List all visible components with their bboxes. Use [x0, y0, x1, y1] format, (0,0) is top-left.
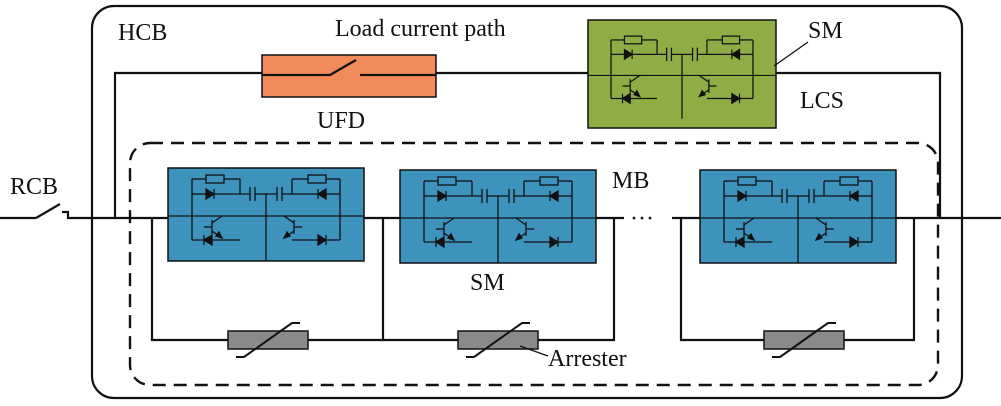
hcb-label: HCB — [118, 20, 167, 46]
ufd-label: UFD — [317, 108, 365, 134]
arrester-branch-n-wire — [679, 218, 916, 342]
main-line-left — [0, 210, 168, 220]
ellipsis-label: ··· — [630, 206, 654, 232]
load-current-path-label: Load current path — [335, 16, 506, 42]
lcs-label: LCS — [800, 88, 844, 114]
rcb-switch-blade — [35, 203, 61, 219]
ufd-switch-symbol — [262, 59, 436, 77]
arrester-1 — [227, 322, 309, 358]
sm-bottom-label: SM — [470, 270, 505, 296]
arrester-pointer — [519, 345, 549, 357]
arrester-n — [763, 322, 845, 358]
sm-top-pointer — [773, 41, 809, 67]
load-current-path-wire — [113, 71, 942, 218]
sm-top-label: SM — [808, 18, 843, 44]
mb-label: MB — [612, 168, 649, 194]
arrester-2 — [457, 322, 539, 358]
hcb-enclosure — [90, 4, 964, 400]
rcb-label: RCB — [10, 174, 58, 200]
arrester-label: Arrester — [548, 346, 627, 372]
arrester-branch-2-wire — [383, 218, 616, 342]
mb-boundary — [128, 141, 940, 387]
